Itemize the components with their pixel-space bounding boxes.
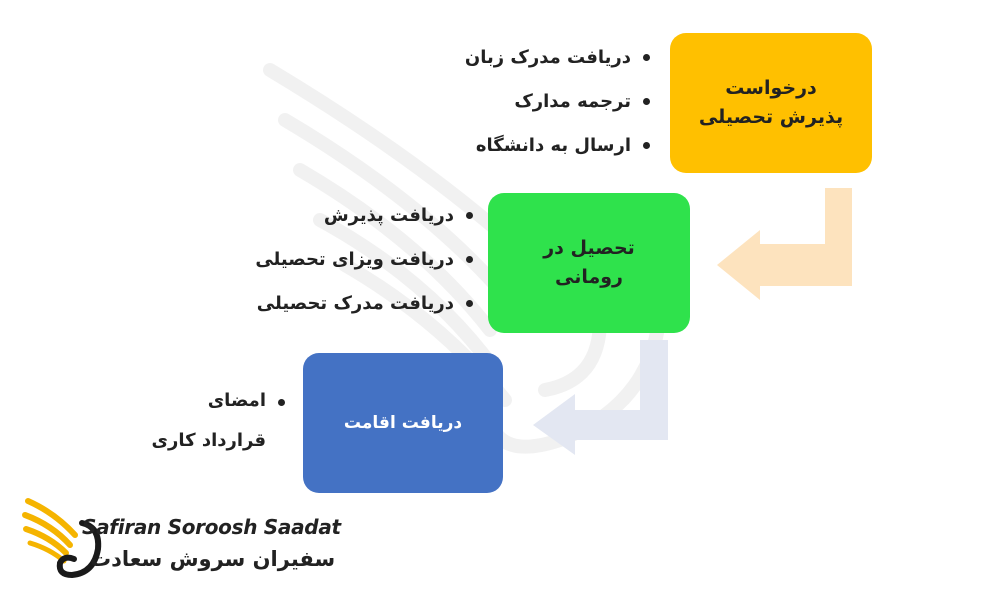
step-box-study-in-romania: تحصیل در رومانی bbox=[488, 193, 690, 333]
list-item: دریافت پذیرش bbox=[255, 194, 478, 238]
wing-logo-icon bbox=[22, 498, 102, 579]
logo-latin-text: Safiran Soroosh Saadat bbox=[82, 515, 341, 539]
list-item: دریافت ویزای تحصیلی bbox=[255, 238, 478, 282]
list-item: ارسال به دانشگاه bbox=[465, 124, 655, 168]
list-item: امضای قرارداد کاری bbox=[140, 381, 290, 461]
arrow-step2-to-step3 bbox=[533, 340, 668, 455]
step-label: دریافت اقامت bbox=[343, 412, 463, 433]
step-label: درخواست پذیرش تحصیلی bbox=[698, 76, 844, 128]
logo-farsi-text: سفیران سروش سعادت bbox=[90, 547, 336, 571]
list-item: ترجمه مدارک bbox=[465, 80, 655, 124]
company-logo: Safiran Soroosh Saadat سفیران سروش سعادت bbox=[20, 493, 341, 588]
list-item: دریافت مدرک تحصیلی bbox=[255, 282, 478, 326]
step-label: تحصیل در رومانی bbox=[543, 236, 635, 288]
step-box-residence: دریافت اقامت bbox=[303, 353, 503, 493]
step1-bullet-list: دریافت مدرک زبان ترجمه مدارک ارسال به دا… bbox=[465, 36, 655, 168]
step-box-admission-request: درخواست پذیرش تحصیلی bbox=[670, 33, 872, 173]
step3-bullet-list: امضای قرارداد کاری bbox=[140, 381, 290, 461]
step2-bullet-list: دریافت پذیرش دریافت ویزای تحصیلی دریافت … bbox=[255, 194, 478, 326]
arrow-step1-to-step2 bbox=[717, 188, 852, 300]
list-item: دریافت مدرک زبان bbox=[465, 36, 655, 80]
